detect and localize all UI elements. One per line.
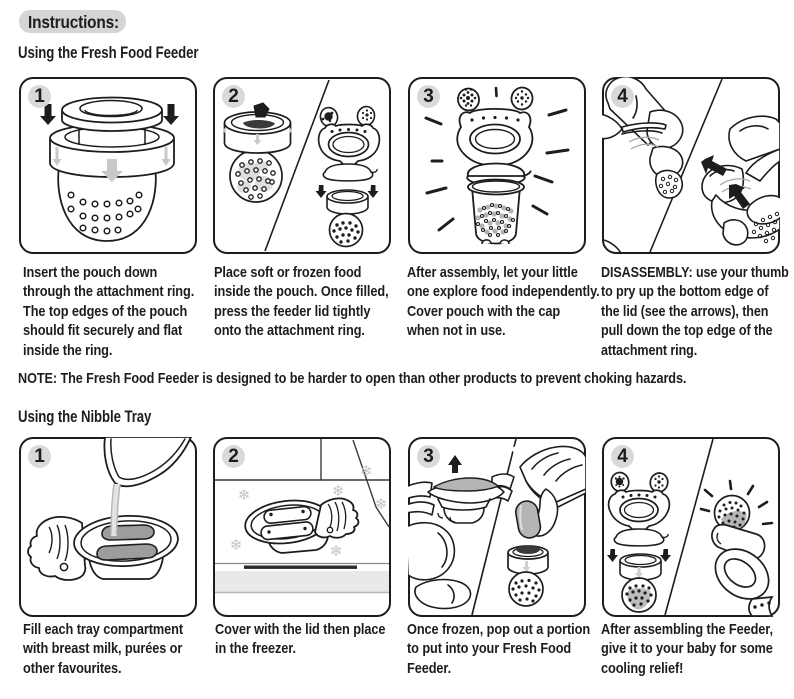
svg-text:❄: ❄ xyxy=(330,543,343,560)
svg-text:❄: ❄ xyxy=(360,463,373,480)
svg-text:❄: ❄ xyxy=(332,483,345,500)
svg-text:❄: ❄ xyxy=(238,487,251,504)
svg-text:❄: ❄ xyxy=(230,537,243,554)
svg-text:❄: ❄ xyxy=(375,496,388,513)
